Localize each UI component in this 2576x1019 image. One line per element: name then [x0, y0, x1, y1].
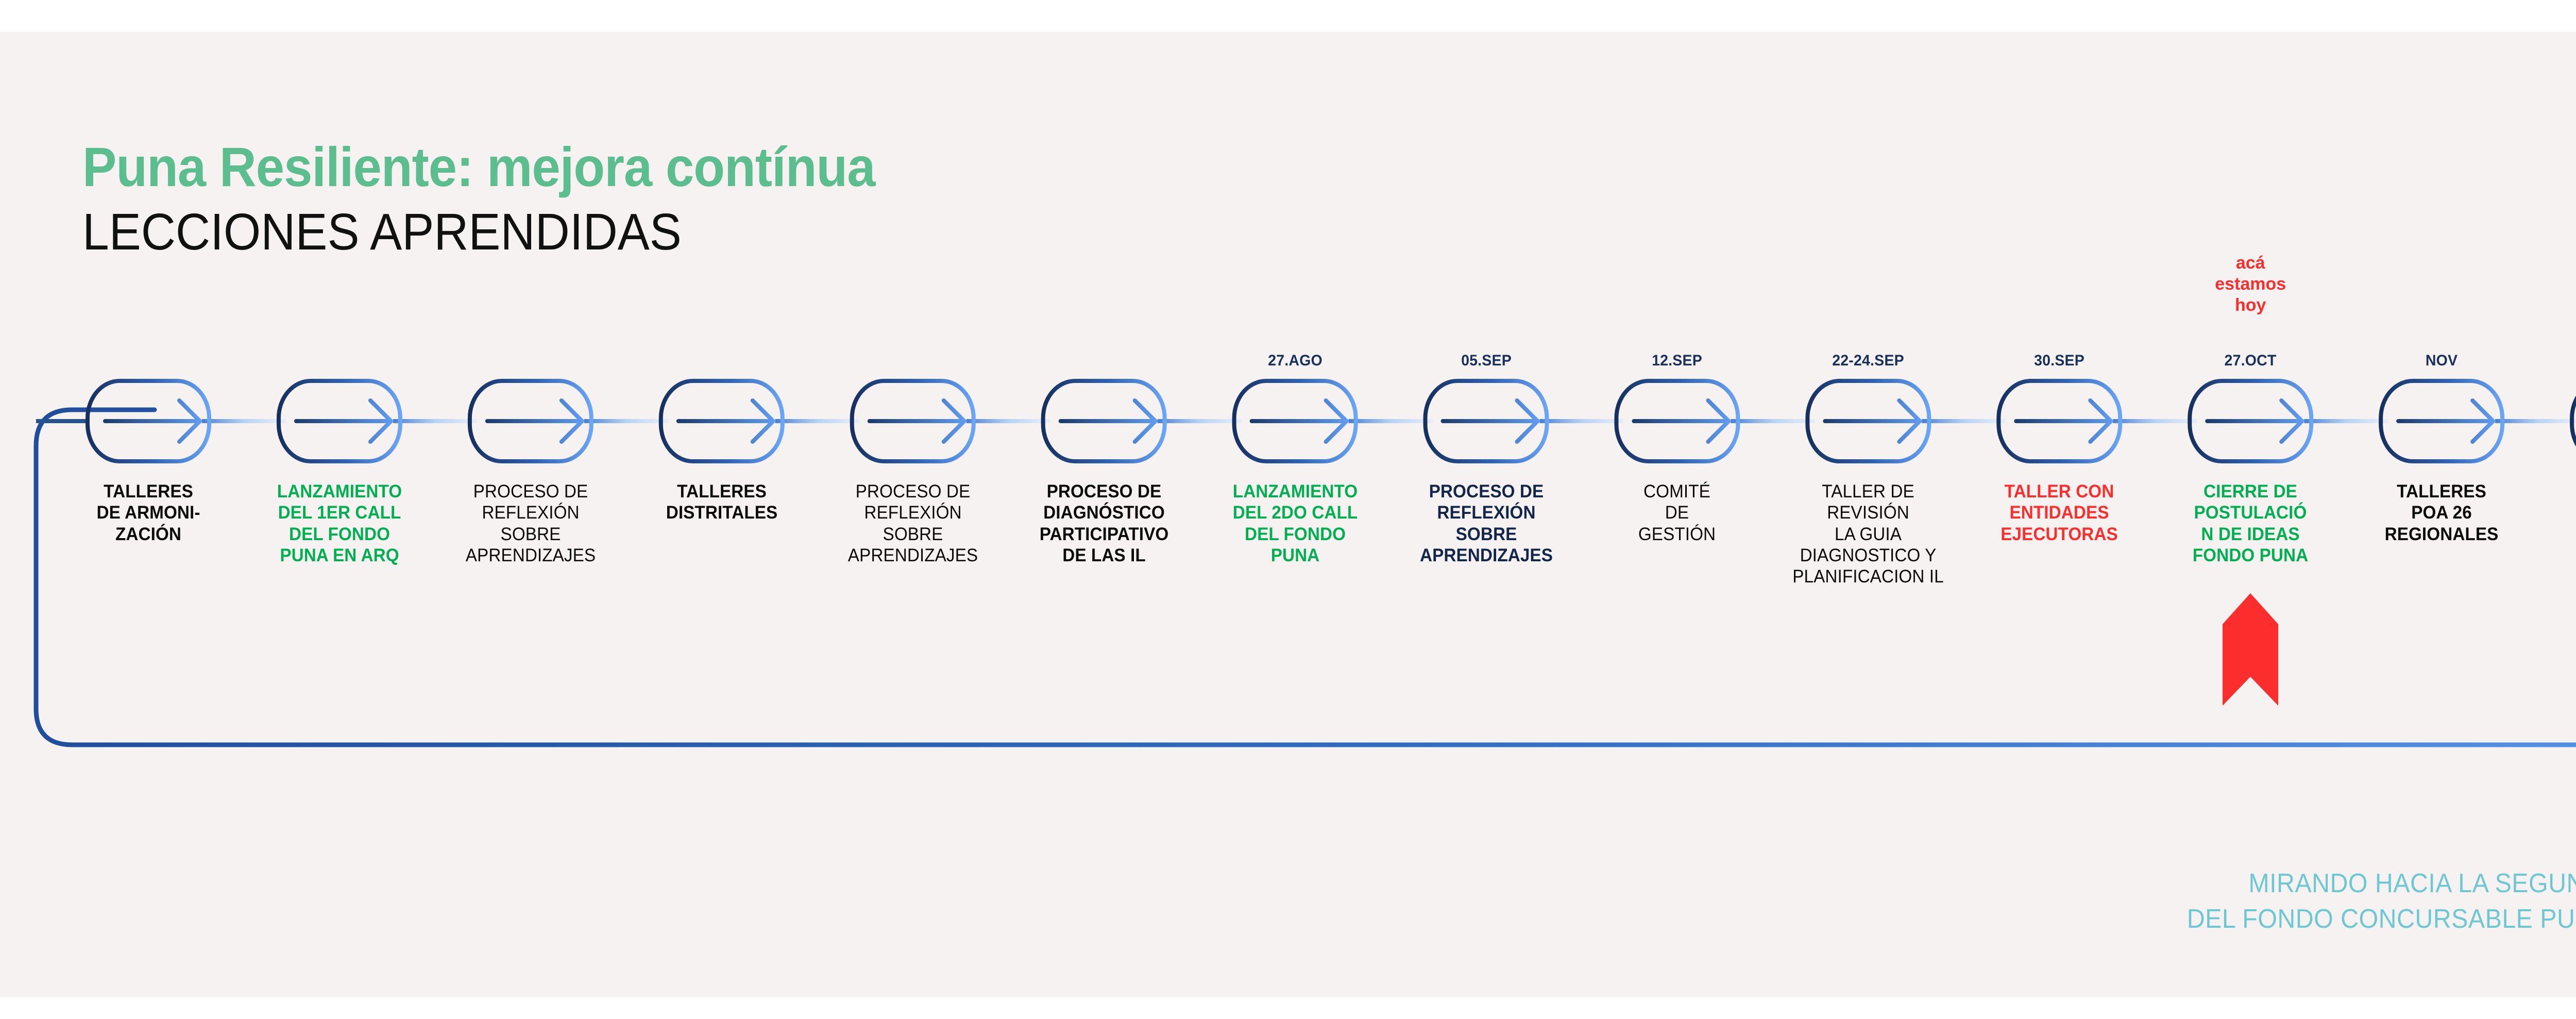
timeline-connector	[1348, 419, 1433, 423]
node-capsule	[1232, 379, 1358, 463]
arrow-right-icon	[294, 398, 393, 444]
arrow-right-icon	[1440, 398, 1540, 444]
timeline-node[interactable]	[2188, 379, 2314, 463]
node-capsule	[1614, 379, 1740, 463]
node-capsule	[1041, 379, 1167, 463]
node-capsule	[658, 379, 785, 463]
arrow-right-icon	[2396, 398, 2496, 444]
node-label: LANZAMIENTO DEL 2DO CALL DEL FONDO PUNA	[1232, 481, 1358, 565]
node-capsule	[1805, 379, 1931, 463]
timeline-connector	[393, 419, 477, 423]
node-date: 27.AGO	[1267, 352, 1323, 369]
timeline-connector	[775, 419, 859, 423]
node-capsule	[2379, 379, 2505, 463]
node-capsule	[2188, 379, 2314, 463]
timeline-node[interactable]	[1805, 379, 1931, 463]
node-capsule	[1423, 379, 1549, 463]
timeline-connector	[966, 419, 1050, 423]
node-label: PROCESO DE REFLEXIÓN SOBRE APRENDIZAJES	[1419, 481, 1553, 565]
node-label: TALLER CON ENTIDADES EJECUTORAS	[2001, 481, 2119, 544]
timeline-node[interactable]	[1232, 379, 1358, 463]
node-capsule	[850, 379, 976, 463]
node-date: NOV	[2425, 352, 2458, 369]
page-title: LECCIONES APRENDIDAS	[82, 203, 682, 261]
node-date: 12.SEP	[1652, 352, 1703, 369]
arrow-right-icon	[867, 398, 967, 444]
node-capsule	[276, 379, 402, 463]
timeline-node[interactable]	[2570, 381, 2576, 461]
timeline-frame-stub	[36, 419, 88, 423]
node-label: TALLERES POA 26 REGIONALES	[2384, 481, 2499, 544]
node-capsule	[1996, 379, 2123, 463]
timeline-node[interactable]	[86, 379, 211, 463]
node-label: TALLERES DE ARMONI- ZACIÓN	[96, 481, 200, 544]
node-label: TALLER DE REVISIÓN LA GUIA DIAGNOSTICO Y…	[1792, 481, 1944, 587]
timeline-node[interactable]	[658, 379, 785, 463]
arrow-right-icon	[1249, 398, 1349, 444]
timeline-node[interactable]	[467, 379, 594, 463]
node-capsule	[467, 379, 594, 463]
arrow-right-icon	[103, 398, 202, 444]
footer-note: MIRANDO HACIA LA SEGUNDA CONVOCATORIA DE…	[2187, 868, 2576, 934]
timeline-connector	[1922, 419, 2006, 423]
node-label: TALLERES DISTRITALES	[666, 481, 778, 523]
node-capsule	[86, 379, 211, 463]
timeline-connector	[202, 419, 286, 423]
node-date: 05.SEP	[1461, 352, 1512, 369]
node-label: PROCESO DE DIAGNÓSTICO PARTICIPATIVO DE …	[1039, 481, 1168, 565]
node-date: 22-24.SEP	[1832, 352, 1905, 369]
node-date: 8-12.DIC	[2550, 352, 2576, 370]
timeline-node[interactable]	[1614, 379, 1740, 463]
node-label: TALLER DE MONITOREO	[2542, 481, 2576, 524]
timeline-node[interactable]	[1041, 379, 1167, 463]
node-label: LANZAMIENTO DEL 1ER CALL DEL FONDO PUNA …	[277, 481, 402, 565]
arrow-right-icon	[1058, 398, 1158, 444]
timeline-connector	[2495, 419, 2576, 423]
timeline-connector	[1157, 419, 1242, 423]
timeline-node[interactable]	[2379, 379, 2505, 463]
today-marker-arrow-icon	[2223, 593, 2279, 706]
timeline-connector	[2113, 419, 2197, 423]
node-date: 27.OCT	[2224, 352, 2277, 369]
node-label: COMITÉ DE GESTIÓN	[1638, 481, 1716, 544]
timeline-connector	[1539, 419, 1624, 423]
arrow-right-icon	[1632, 398, 1731, 444]
arrow-right-icon	[485, 398, 584, 444]
arrow-right-icon	[676, 398, 775, 444]
node-label: CIERRE DE POSTULACIÓ N DE IDEAS FONDO PU…	[2192, 481, 2309, 565]
page-title-subtitle: Puna Resiliente: mejora contínua	[82, 136, 876, 198]
timeline-connector	[2304, 419, 2388, 423]
timeline-connector	[1731, 419, 1815, 423]
timeline-node[interactable]	[276, 379, 402, 463]
timeline-node[interactable]	[1423, 379, 1549, 463]
node-date: 30.SEP	[2034, 352, 2085, 369]
node-label: PROCESO DE REFLEXIÓN SOBRE APRENDIZAJES	[848, 481, 978, 565]
today-marker-label: acá estamos hoy	[2215, 253, 2286, 315]
timeline-node[interactable]	[850, 379, 976, 463]
timeline-node[interactable]	[1996, 379, 2123, 463]
arrow-right-icon	[2205, 398, 2304, 444]
timeline-connector	[584, 419, 668, 423]
arrow-right-icon	[2014, 398, 2113, 444]
node-label: PROCESO DE REFLEXIÓN SOBRE APRENDIZAJES	[465, 481, 596, 565]
node-capsule	[2570, 395, 2576, 447]
arrow-right-icon	[1823, 398, 1922, 444]
